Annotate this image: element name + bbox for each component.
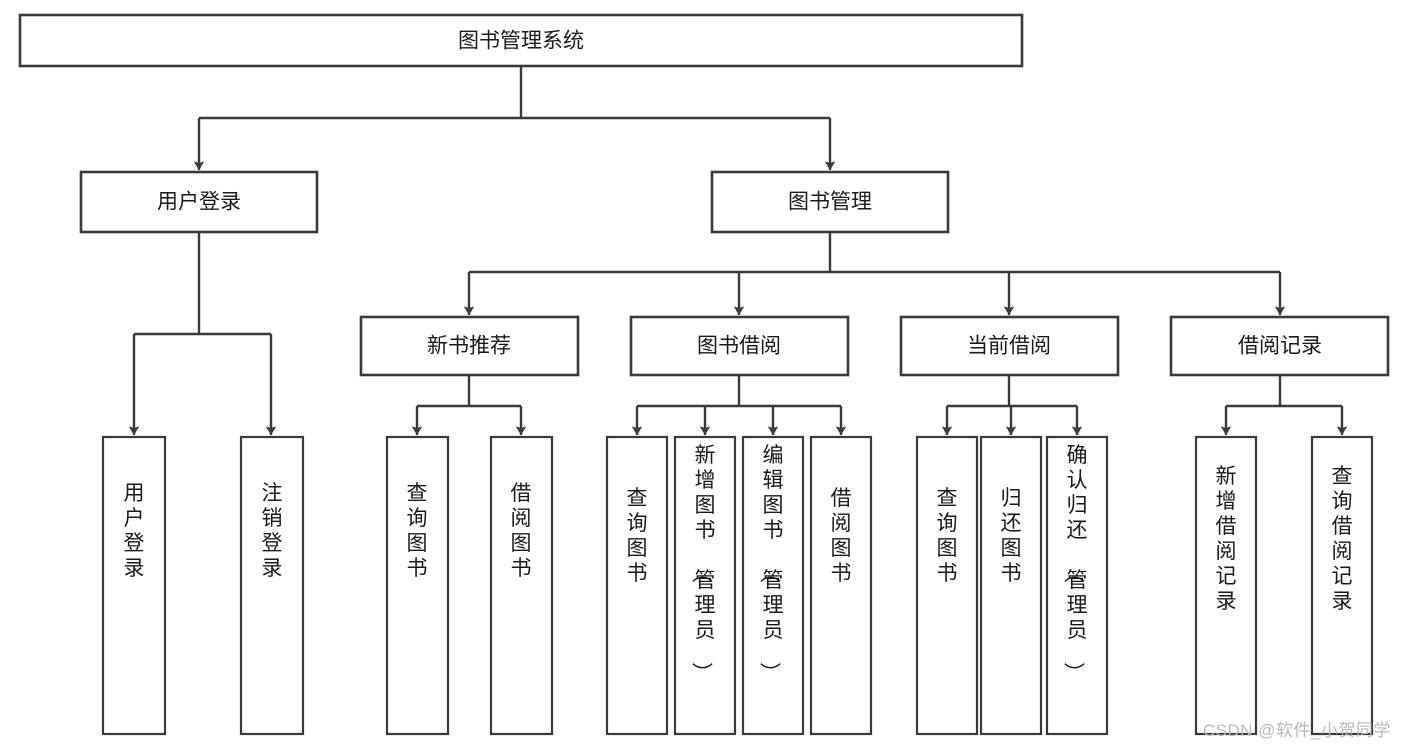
node-leaf-query-book-1-label: 查询图书 [407, 482, 428, 580]
node-leaf-query-record-label: 查询借阅记录 [1332, 465, 1353, 613]
node-leaf-query-book-2-box[interactable] [605, 435, 669, 736]
node-leaf-return-book-label: 归还图书 [1001, 487, 1022, 585]
node-leaf-return-book[interactable]: 归还图书 [979, 435, 1043, 736]
node-leaf-query-book-3-box[interactable] [915, 435, 979, 736]
node-new-book-recommend-box[interactable] [359, 315, 580, 377]
node-leaf-query-book-2[interactable]: 查询图书 [605, 435, 669, 736]
node-leaf-add-book-box[interactable] [673, 435, 737, 736]
node-user-login-label: 用户登录 [157, 191, 241, 214]
node-borrow-record-box[interactable] [1169, 315, 1390, 377]
node-book-borrow[interactable]: 图书借阅 [629, 315, 850, 377]
node-book-management-box[interactable] [710, 170, 950, 234]
node-leaf-user-login-label: 用户登录 [124, 482, 145, 580]
node-leaf-add-book[interactable]: 新增图书（管理员） [673, 435, 737, 736]
node-leaf-query-record-box[interactable] [1310, 435, 1374, 736]
node-current-borrow[interactable]: 当前借阅 [899, 315, 1120, 377]
node-leaf-add-record-label: 新增借阅记录 [1216, 465, 1237, 613]
node-leaf-query-book-1[interactable]: 查询图书 [385, 435, 450, 736]
node-new-book-recommend-label: 新书推荐 [427, 335, 511, 358]
node-leaf-add-record[interactable]: 新增借阅记录 [1194, 435, 1258, 736]
node-leaf-borrow-book-2[interactable]: 借阅图书 [809, 435, 873, 736]
node-root[interactable]: 图书管理系统 [18, 13, 1024, 68]
node-root-label: 图书管理系统 [458, 30, 584, 53]
node-leaf-confirm-return[interactable]: 确认归还（管理员） [1045, 435, 1109, 736]
node-leaf-confirm-return-label: 确认归还（管理员） [1062, 444, 1088, 683]
node-leaf-add-book-label: 新增图书（管理员） [690, 444, 716, 683]
node-leaf-user-login-box[interactable] [101, 435, 167, 736]
node-leaf-query-book-1-box[interactable] [385, 435, 450, 736]
node-current-borrow-box[interactable] [899, 315, 1120, 377]
node-leaf-return-book-box[interactable] [979, 435, 1043, 736]
node-book-borrow-box[interactable] [629, 315, 850, 377]
node-leaf-confirm-return-box[interactable] [1045, 435, 1109, 736]
node-book-borrow-label: 图书借阅 [697, 335, 781, 358]
node-leaf-query-book-3-label: 查询图书 [937, 487, 958, 585]
node-leaf-query-book-2-label: 查询图书 [627, 487, 648, 585]
node-leaf-borrow-book-1-box[interactable] [489, 435, 554, 736]
node-leaf-logout-login[interactable]: 注销登录 [239, 435, 305, 736]
node-leaf-edit-book-box[interactable] [741, 435, 805, 736]
node-leaf-user-login[interactable]: 用户登录 [101, 435, 167, 736]
node-leaf-query-record[interactable]: 查询借阅记录 [1310, 435, 1374, 736]
node-borrow-record-label: 借阅记录 [1238, 335, 1322, 358]
node-user-login-box[interactable] [79, 170, 319, 234]
node-leaf-edit-book[interactable]: 编辑图书（管理员） [741, 435, 805, 736]
node-leaf-logout-login-box[interactable] [239, 435, 305, 736]
node-root-box[interactable] [18, 13, 1024, 68]
edge-group [128, 66, 1348, 436]
node-book-management[interactable]: 图书管理 [710, 170, 950, 234]
node-leaf-logout-login-label: 注销登录 [262, 482, 283, 580]
node-user-login[interactable]: 用户登录 [79, 170, 319, 234]
node-leaf-borrow-book-2-label: 借阅图书 [831, 487, 852, 585]
node-book-management-label: 图书管理 [788, 191, 872, 214]
node-leaf-borrow-book-1-label: 借阅图书 [511, 482, 532, 580]
node-leaf-query-book-3[interactable]: 查询图书 [915, 435, 979, 736]
node-new-book-recommend[interactable]: 新书推荐 [359, 315, 580, 377]
node-leaf-add-record-box[interactable] [1194, 435, 1258, 736]
node-leaf-edit-book-label: 编辑图书（管理员） [758, 444, 784, 683]
node-current-borrow-label: 当前借阅 [967, 335, 1051, 358]
node-borrow-record[interactable]: 借阅记录 [1169, 315, 1390, 377]
node-leaf-borrow-book-2-box[interactable] [809, 435, 873, 736]
node-leaf-borrow-book-1[interactable]: 借阅图书 [489, 435, 554, 736]
